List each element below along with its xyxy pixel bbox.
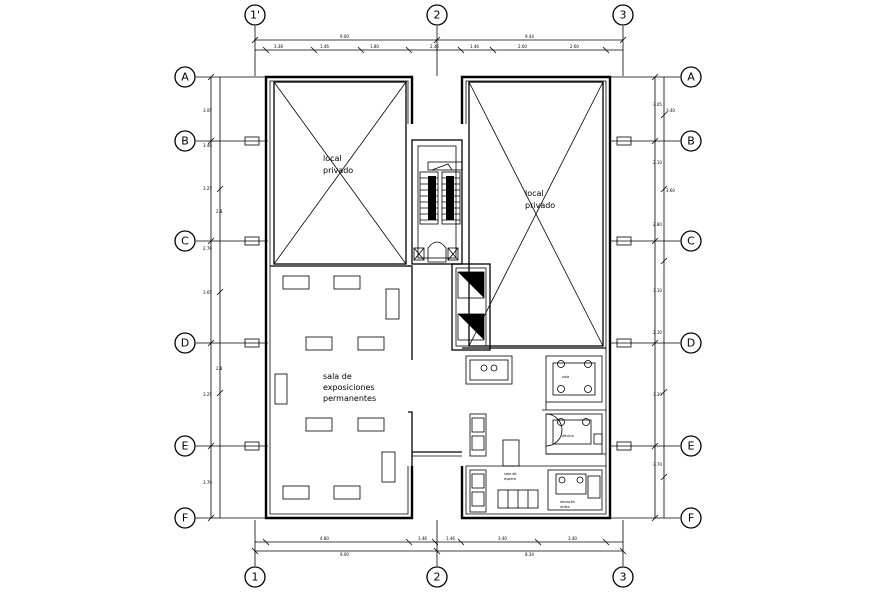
svg-text:3.70: 3.70 [653, 462, 662, 467]
axis-label: F [688, 512, 694, 525]
display-panels [274, 275, 400, 500]
svg-text:3.60: 3.60 [666, 188, 675, 193]
svg-text:2.8: 2.8 [216, 209, 223, 214]
axis-label: C [687, 235, 695, 248]
axis-label: D [181, 337, 189, 350]
axis-label: A [181, 71, 189, 84]
small-rooms [465, 355, 606, 513]
svg-text:2.8: 2.8 [216, 366, 223, 371]
svg-text:2.10: 2.10 [653, 160, 662, 165]
svg-text:1.46: 1.46 [470, 44, 479, 49]
svg-text:2.46: 2.46 [430, 44, 439, 49]
svg-text:oficina: oficina [562, 434, 574, 438]
axis-label: D [687, 337, 695, 350]
axis-bubbles-right: A B C D E F [680, 66, 702, 529]
axis-label: 2 [434, 571, 441, 584]
axis-label: 1 [252, 571, 259, 584]
axis-label: 3 [620, 571, 627, 584]
svg-text:1.46: 1.46 [418, 536, 427, 541]
axis-label: 2 [434, 9, 441, 22]
svg-text:4.80: 4.80 [320, 536, 329, 541]
room-label: sala de [323, 372, 352, 381]
svg-text:espera: espera [504, 477, 516, 481]
dimension-lines [207, 36, 668, 555]
room-label: exposiciones [323, 383, 375, 392]
svg-text:3.25: 3.25 [203, 392, 212, 397]
axis-bubbles-top: 1' 2 3 [244, 4, 634, 26]
svg-text:9.00: 9.00 [340, 34, 349, 39]
svg-text:3.40: 3.40 [498, 536, 507, 541]
svg-text:3.40: 3.40 [666, 108, 675, 113]
svg-text:9.44: 9.44 [525, 34, 534, 39]
svg-text:3.30: 3.30 [653, 392, 662, 397]
svg-text:útiles: útiles [560, 505, 570, 509]
svg-text:3.05: 3.05 [653, 102, 662, 107]
dimension-labels: 9.00 9.44 3.38 1.46 1.80 2.46 1.46 2.60 … [203, 34, 675, 557]
axis-bubbles-bottom: 1 2 3 [244, 566, 634, 588]
room-label: permanentes [323, 394, 376, 403]
svg-text:1.46: 1.46 [320, 44, 329, 49]
column-markers [244, 136, 632, 451]
axis-bubbles-left: A B C D E F [174, 66, 196, 529]
room-label: local [323, 154, 342, 163]
svg-text:1.80: 1.80 [370, 44, 379, 49]
svg-text:2.60: 2.60 [570, 44, 579, 49]
svg-text:3.25: 3.25 [203, 186, 212, 191]
svg-text:3.70: 3.70 [203, 480, 212, 485]
svg-text:sala de: sala de [504, 472, 517, 476]
axis-label: E [688, 440, 695, 453]
svg-text:1.46: 1.46 [446, 536, 455, 541]
svg-text:3.65: 3.65 [203, 290, 212, 295]
svg-text:8.34: 8.34 [525, 552, 534, 557]
elevators [451, 263, 491, 351]
svg-text:3.10: 3.10 [653, 288, 662, 293]
room-label: privado [525, 201, 555, 210]
svg-text:sala: sala [562, 375, 569, 379]
svg-text:almacén: almacén [560, 500, 575, 504]
local-right: local privado [462, 81, 606, 349]
small-room-labels: sala oficina sala de espera almacén útil… [504, 375, 575, 509]
room-label: local [525, 189, 544, 198]
axis-label: B [181, 135, 189, 148]
stair-core [411, 139, 463, 265]
svg-text:2.80: 2.80 [653, 222, 662, 227]
axis-label: C [181, 235, 189, 248]
svg-text:3.05: 3.05 [203, 108, 212, 113]
svg-text:2.70: 2.70 [203, 246, 212, 251]
svg-text:2.10: 2.10 [653, 330, 662, 335]
svg-text:2.60: 2.60 [518, 44, 527, 49]
axis-label: A [687, 71, 695, 84]
room-label: privado [323, 166, 353, 175]
svg-text:3.40: 3.40 [568, 536, 577, 541]
local-left: local privado [270, 81, 410, 267]
axis-label: 3 [620, 9, 627, 22]
axis-label: B [687, 135, 695, 148]
sala-exposiciones: sala de exposiciones permanentes [274, 265, 462, 514]
svg-text:9.00: 9.00 [340, 552, 349, 557]
grid-lines [196, 26, 680, 566]
axis-label: E [182, 440, 189, 453]
axis-label: 1' [250, 9, 260, 22]
svg-text:3.38: 3.38 [274, 44, 283, 49]
axis-label: F [182, 512, 188, 525]
svg-text:3.40: 3.40 [203, 143, 212, 148]
